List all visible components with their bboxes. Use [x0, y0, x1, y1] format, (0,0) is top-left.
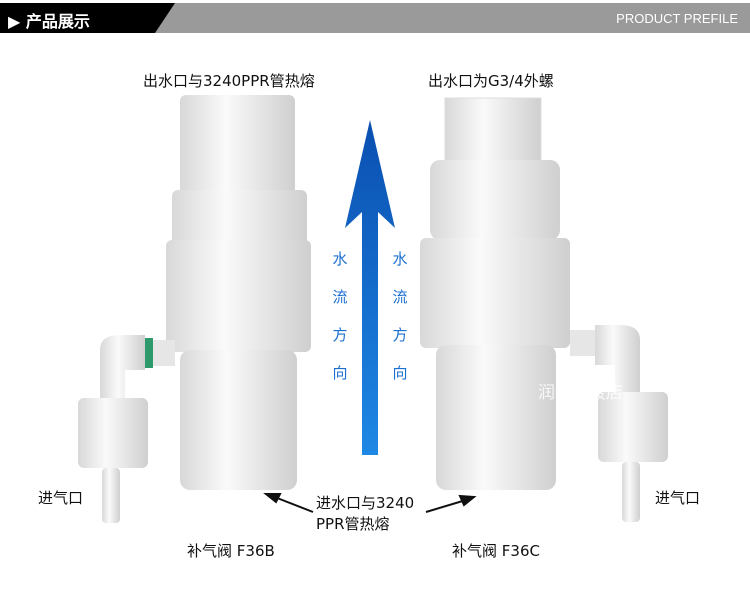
flow-char: 方 — [332, 326, 348, 344]
inlet-label-line1: 进水口与3240 — [316, 494, 415, 512]
flow-char: 向 — [392, 364, 408, 382]
header-subtitle: PRODUCT PREFILE — [616, 11, 738, 26]
flow-char: 向 — [332, 364, 348, 382]
left-inlet-label: 进气口 — [38, 489, 84, 507]
header-title-block — [0, 3, 175, 33]
inlet-label-line2: PPR管热熔 — [316, 515, 390, 533]
valve-f36c — [420, 97, 668, 522]
flow-char: 方 — [392, 326, 408, 344]
header-title: ▶ 产品展示 — [8, 12, 90, 31]
left-model-label: 补气阀 F36B — [187, 542, 275, 560]
flow-char: 水 — [392, 250, 408, 268]
flow-text-right: 水流方向 — [390, 240, 410, 392]
flow-char: 流 — [332, 288, 348, 306]
pointer-arrows — [263, 493, 477, 513]
flow-char: 水 — [332, 250, 348, 268]
flow-text-left: 水流方向 — [330, 240, 350, 392]
right-inlet-label: 进气口 — [655, 489, 701, 507]
valve-f36b — [78, 95, 311, 523]
right-model-label: 补气阀 F36C — [452, 542, 540, 560]
left-outlet-label: 出水口与3240PPR管热熔 — [143, 72, 315, 90]
right-outlet-label: 出水口为G3/4外螺 — [428, 72, 554, 90]
flow-direction-arrow — [345, 120, 395, 455]
watermark: 润新水暖店 — [538, 383, 623, 403]
flow-char: 流 — [392, 288, 408, 306]
